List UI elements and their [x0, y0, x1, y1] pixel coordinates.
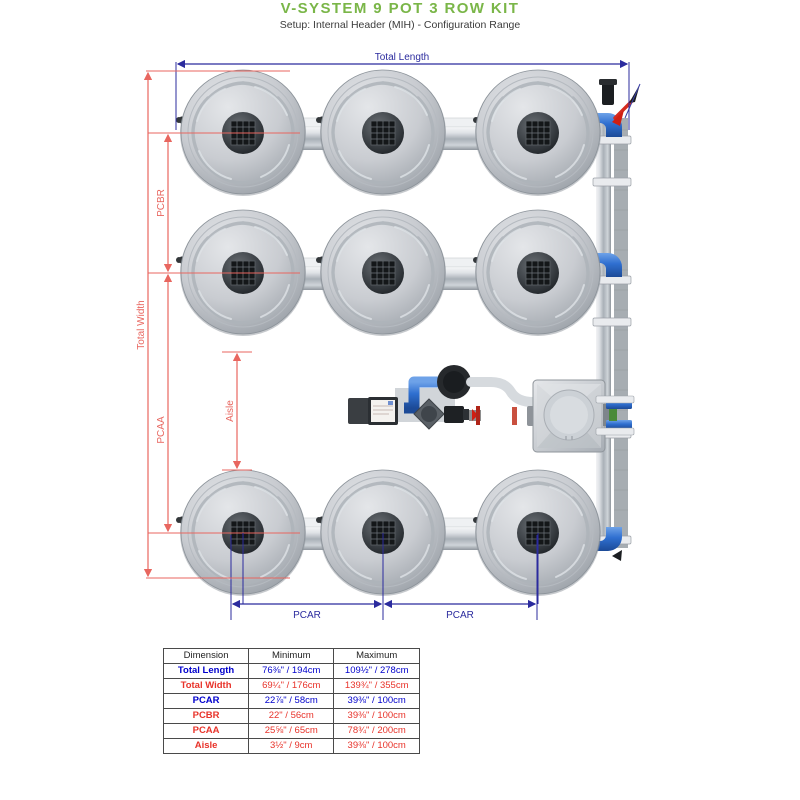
col-header-dimension: Dimension — [162, 648, 250, 664]
dimension-aisle: Aisle — [222, 351, 252, 471]
table-row: PCAR 22⅞" / 58cm 39⅜" / 100cm — [162, 693, 420, 709]
col-header-maximum: Maximum — [333, 648, 420, 664]
row-max-total-length: 109½" / 278cm — [333, 663, 420, 679]
table-row: Total Length 76⅜" / 194cm 109½" / 278cm — [162, 663, 420, 679]
flow-marker-icon — [612, 84, 640, 126]
table-row: PCBR 22" / 56cm 39⅜" / 100cm — [162, 708, 420, 724]
label-total-length: Total Length — [375, 52, 430, 63]
row-max-pcbr: 39⅜" / 100cm — [333, 708, 420, 724]
pot-2-3 — [473, 208, 603, 338]
row-min-aisle: 3½" / 9cm — [248, 738, 335, 754]
page-title: V-SYSTEM 9 POT 3 ROW KIT — [280, 0, 520, 17]
row-max-aisle: 39⅜" / 100cm — [333, 738, 420, 754]
label-pcbr: PCBR — [156, 189, 167, 217]
dimension-table: Dimension Minimum Maximum Total Length 7… — [162, 648, 420, 754]
table-row: PCAA 25⅝" / 65cm 78¾" / 200cm — [162, 723, 420, 739]
controller-box — [348, 398, 370, 424]
label-pcaa: PCAA — [156, 416, 167, 444]
filter-housing — [532, 379, 606, 453]
row-max-pcaa: 78¾" / 200cm — [333, 723, 420, 739]
row-label-pcar: PCAR — [162, 693, 250, 709]
table-row: Aisle 3½" / 9cm 39⅜" / 100cm — [162, 738, 420, 754]
row-label-pcaa: PCAA — [162, 723, 250, 739]
pot-1-2 — [318, 68, 448, 198]
row-max-total-width: 139¾" / 355cm — [333, 678, 420, 694]
row-label-total-length: Total Length — [162, 663, 250, 679]
row-min-pcbr: 22" / 56cm — [248, 708, 335, 724]
dimension-total-length: Total Length — [175, 52, 630, 130]
row-label-total-width: Total Width — [162, 678, 250, 694]
label-aisle: Aisle — [225, 400, 236, 422]
row-label-aisle: Aisle — [162, 738, 250, 754]
col-header-minimum: Minimum — [248, 648, 335, 664]
label-pcar-right: PCAR — [446, 610, 474, 621]
label-total-width: Total Width — [136, 300, 147, 349]
dimension-total-width: Total Width — [136, 70, 290, 579]
row-min-total-width: 69¼" / 176cm — [248, 678, 335, 694]
row-max-pcar: 39⅜" / 100cm — [333, 693, 420, 709]
row-min-pcar: 22⅞" / 58cm — [248, 693, 335, 709]
page-subtitle: Setup: Internal Header (MIH) - Configura… — [279, 19, 521, 31]
table-row: Total Width 69¼" / 176cm 139¾" / 355cm — [162, 678, 420, 694]
pump-filter-assembly — [348, 365, 635, 453]
row-min-total-length: 76⅜" / 194cm — [248, 663, 335, 679]
row-min-pcaa: 25⅝" / 65cm — [248, 723, 335, 739]
table-header-row: Dimension Minimum Maximum — [162, 648, 420, 664]
system-layout-diagram: Total Length PCAR PCAR Total Width PCBR — [136, 52, 641, 621]
extension-leaders — [148, 132, 539, 604]
label-pcar-left: PCAR — [293, 610, 321, 621]
pot-2-2 — [318, 208, 448, 338]
pot-1-3 — [473, 68, 603, 198]
row-label-pcbr: PCBR — [162, 708, 250, 724]
